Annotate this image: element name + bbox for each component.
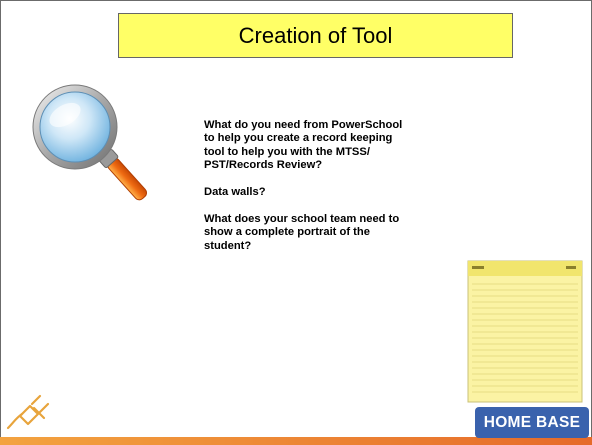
magnifying-glass-icon bbox=[32, 84, 148, 201]
slide-title: Creation of Tool bbox=[238, 22, 393, 48]
body-text: What do you need from PowerSchool to hel… bbox=[204, 119, 409, 266]
home-base-logo: HOME BASE bbox=[475, 407, 589, 438]
plug-icon bbox=[6, 394, 50, 430]
question-paragraph-2: What does your school team need to show … bbox=[204, 212, 400, 252]
bottom-accent-bar bbox=[0, 437, 592, 445]
notepad-icon bbox=[467, 260, 583, 403]
logo-text: HOME BASE bbox=[483, 413, 581, 431]
title-box: Creation of Tool bbox=[118, 13, 513, 58]
data-walls-paragraph: Data walls? bbox=[204, 186, 266, 199]
question-paragraph-1: What do you need from PowerSchool to hel… bbox=[204, 119, 403, 172]
